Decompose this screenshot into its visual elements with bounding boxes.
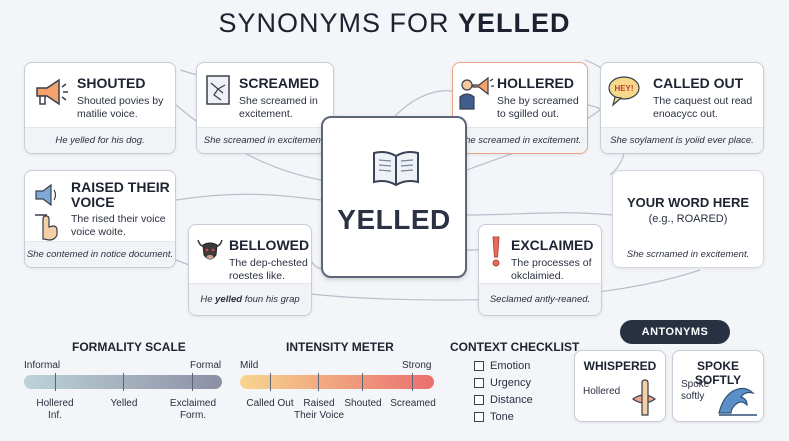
checklist-title: CONTEXT CHECKLIST <box>450 340 580 354</box>
card-hollered: HOLLERED She by screamed to sgilled out.… <box>452 62 588 154</box>
formality-label: Hollered Inf. <box>36 398 74 421</box>
card-description: Shouted povies by matilie voice. <box>77 95 164 120</box>
formality-right-label: Formal <box>190 360 222 371</box>
checklist-label: Urgency <box>490 377 531 389</box>
card-example: She contemed in notice document. <box>25 241 175 267</box>
shattered-glass-icon <box>206 75 230 105</box>
card-example: She soylament is yoiid ever place. <box>601 127 763 153</box>
checklist-label: Tone <box>490 411 514 423</box>
title-word: YELLED <box>458 8 571 38</box>
example-suffix: foun his grap <box>244 294 300 305</box>
formality-title: FORMALITY SCALE <box>72 340 186 354</box>
card-heading: CALLED OUT <box>653 75 744 91</box>
intensity-right-label: Strong <box>402 360 432 371</box>
bull-icon <box>197 239 223 260</box>
card-example: She scrnamed in excitement. <box>613 241 763 267</box>
intensity-tick <box>270 373 271 391</box>
checklist-item[interactable]: Distance <box>474 394 533 406</box>
intensity-tick <box>362 373 363 391</box>
title-prefix: SYNONYMS FOR <box>218 8 450 38</box>
checklist-item[interactable]: Urgency <box>474 377 531 389</box>
card-description: The processes of okclaimied. <box>511 257 592 282</box>
card-subtitle: (e.g., ROARED) <box>648 213 728 225</box>
megaphone-icon <box>36 78 68 106</box>
card-heading: YOUR WORD HERE <box>626 195 750 210</box>
card-spoke-softly: SPOKE SOFTLY Spoke softly <box>672 350 764 422</box>
intensity-label: Called Out <box>246 398 294 409</box>
exclamation-icon <box>492 236 500 267</box>
card-whispered: WHISPERED Hollered <box>574 350 666 422</box>
checklist-item[interactable]: Tone <box>474 411 514 423</box>
card-example: He yelled for his dog. <box>25 127 175 153</box>
card-heading: HOLLERED <box>497 75 574 91</box>
intensity-bar <box>240 375 434 389</box>
card-exclaimed: EXCLAIMED The processes of okclaimied. S… <box>478 224 602 316</box>
card-heading: SPOKE SOFTLY <box>694 359 742 387</box>
intensity-label: Shouted <box>344 398 382 409</box>
checklist-label: Emotion <box>490 360 531 372</box>
card-heading: RAISED THEIR VOICE <box>71 179 170 210</box>
card-called-out: HEY! CALLED OUT The caquest out read eno… <box>600 62 764 154</box>
formality-label: Exclaimed Form. <box>169 398 217 421</box>
card-heading: BELLOWED <box>229 237 310 253</box>
card-heading: SHOUTED <box>77 75 146 91</box>
checklist-label: Distance <box>490 394 533 406</box>
checkbox[interactable] <box>474 378 484 388</box>
card-screamed: SCREAMED She screamed in excitement. She… <box>196 62 334 154</box>
card-description: Spoke softly <box>681 379 710 402</box>
checkbox[interactable] <box>474 412 484 422</box>
card-bellowed: BELLOWED The dep-chested roestes like. H… <box>188 224 312 316</box>
card-description: The caquest out read enoacycc out. <box>653 95 753 120</box>
card-description: The dep-chested roestes like. <box>229 257 308 282</box>
card-example: She screamed in excitement. <box>197 127 333 153</box>
center-word: YELLED <box>337 204 451 235</box>
formality-tick <box>55 373 56 391</box>
open-book-icon <box>373 151 419 187</box>
card-raised-their-voice: RAISED THEIR VOICE The rised their voice… <box>24 170 176 268</box>
card-heading: WHISPERED <box>583 359 657 373</box>
speaker-hand-icon <box>35 183 58 241</box>
person-megaphone-icon <box>459 76 494 110</box>
card-your-word-here: YOUR WORD HERE (e.g., ROARED) She scrnam… <box>612 170 764 268</box>
example-bold: yelled <box>215 294 243 305</box>
checklist-item[interactable]: Emotion <box>474 360 530 372</box>
antonyms-badge: ANTONYMS <box>620 320 730 344</box>
formality-label: Yelled <box>110 398 138 409</box>
card-shouted: SHOUTED Shouted povies by matilie voice.… <box>24 62 176 154</box>
page-title: SYNONYMS FOR YELLED <box>0 8 789 39</box>
card-example: He yelled foun his grap <box>189 283 311 315</box>
card-description: She by screamed to sgilled out. <box>497 95 579 120</box>
checkbox[interactable] <box>474 361 484 371</box>
formality-left-label: Informal <box>24 360 61 371</box>
intensity-label: Raised Their Voice <box>293 398 345 421</box>
card-example: She screamed in excitement. <box>453 127 587 153</box>
intensity-tick <box>318 373 319 391</box>
card-description: The rised their voice voice woite. <box>71 213 166 238</box>
formality-tick <box>123 373 124 391</box>
shush-finger-icon <box>631 379 657 416</box>
formality-tick <box>192 373 193 391</box>
example-prefix: He <box>200 294 213 305</box>
speech-bubble-icon: HEY! <box>608 76 640 107</box>
card-description: Hollered <box>583 386 621 397</box>
card-example: Seclamed antly-reaned. <box>479 283 601 315</box>
intensity-title: INTENSITY METER <box>286 340 394 354</box>
speech-bubble-text: HEY! <box>614 84 633 93</box>
intensity-left-label: Mild <box>240 360 259 371</box>
card-description: She screamed in excitement. <box>239 95 318 120</box>
checkbox[interactable] <box>474 395 484 405</box>
card-heading: EXCLAIMED <box>511 237 594 253</box>
intensity-tick <box>412 373 413 391</box>
wave-icon <box>718 387 757 416</box>
center-word-card: YELLED <box>321 116 467 278</box>
card-heading: SCREAMED <box>239 75 320 91</box>
intensity-label: Screamed <box>390 398 436 409</box>
